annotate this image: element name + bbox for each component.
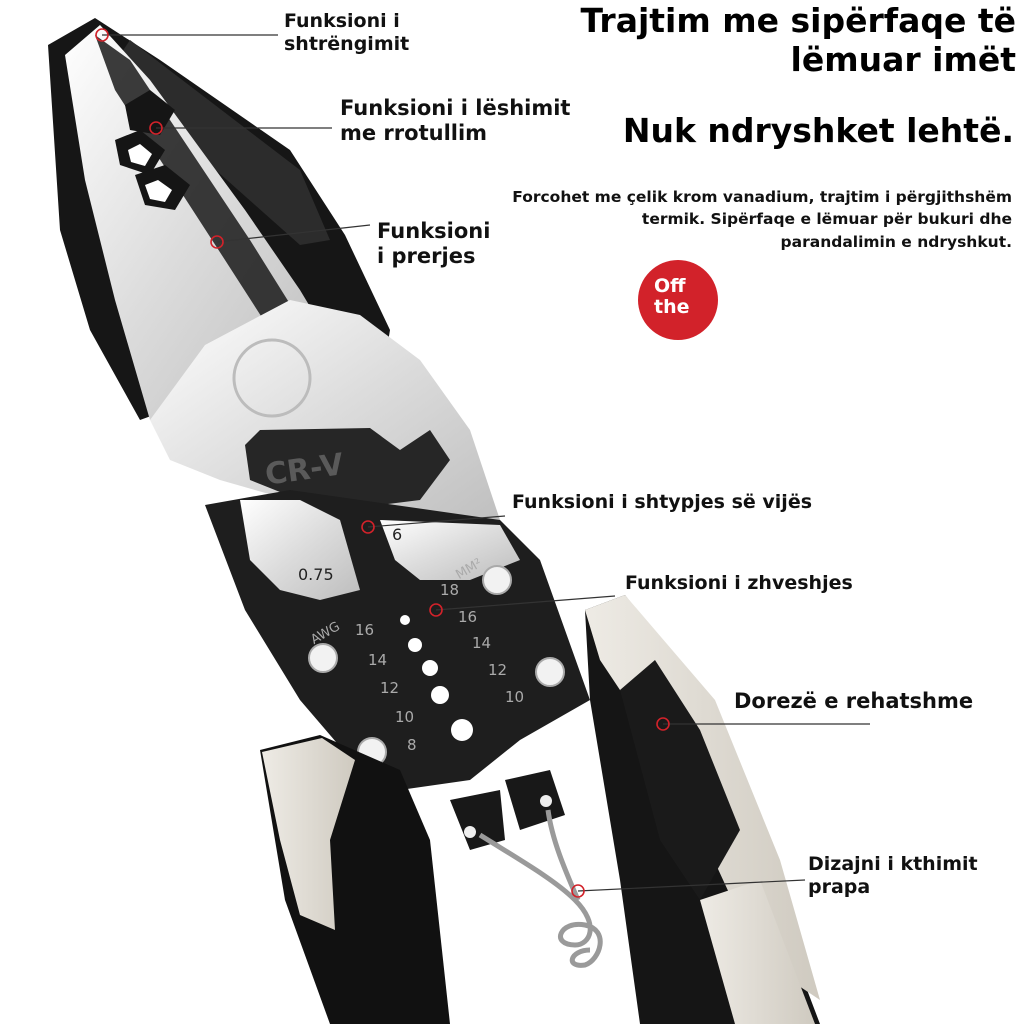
callout-cutting-line-1: Funksioni [377, 219, 491, 243]
awg-size-0: 16 [355, 621, 374, 639]
crimp-size-small: 0.75 [298, 565, 334, 584]
offer-badge [638, 260, 718, 340]
headline-line-1: Trajtim me sipërfaqe të [580, 1, 1016, 40]
description-line-1: Forcohet me çelik krom vanadium, trajtim… [512, 188, 1012, 206]
callout-gripping-line-2: shtrëngimit [284, 32, 410, 55]
mm-size-2: 14 [472, 634, 491, 652]
awg-size-3: 10 [395, 708, 414, 726]
offer-badge-line-2: the [654, 295, 690, 318]
offer-badge-text: Off the [654, 276, 690, 318]
callout-rotation-line-1: Funksioni i lëshimit [340, 96, 571, 120]
mm-size-4: 10 [505, 688, 524, 706]
description-line-3: parandalimin e ndryshkut. [780, 232, 1012, 251]
mm-size-0: 18 [440, 581, 459, 599]
awg-size-2: 12 [380, 679, 399, 697]
mm-size-3: 12 [488, 661, 507, 679]
offer-badge-line-1: Off [654, 275, 686, 297]
description-line-2: termik. Sipërfaqe e lëmuar për bukuri dh… [641, 210, 1012, 229]
callout-cutting-line-2: i prerjes [377, 244, 476, 269]
headline: Trajtim me sipërfaqe të lëmuar imët [580, 1, 1016, 80]
callout-rotation: Funksioni i lëshimit me rrotullim [340, 96, 570, 146]
awg-size-4: 8 [407, 736, 417, 754]
crimp-size-large: 6 [392, 525, 402, 544]
mm-size-1: 16 [458, 608, 477, 626]
callout-gripping-line-1: Funksioni i [284, 10, 400, 32]
headline-line-2: lëmuar imët [790, 39, 1016, 79]
awg-size-1: 14 [368, 651, 387, 669]
headline-tagline: Nuk ndryshket lehtë. [622, 111, 1014, 150]
callout-gripping: Funksioni i shtrëngimit [284, 10, 409, 56]
callout-crimping: Funksioni i shtypjes së vijës [512, 491, 813, 513]
callout-spring: Dizajni i kthimit prapa [808, 853, 978, 898]
callout-cutting: Funksioni i prerjes [377, 219, 490, 269]
callout-stripping: Funksioni i zhveshjes [625, 572, 853, 594]
callout-handle: Dorezë e rehatshme [734, 689, 974, 713]
callout-rotation-line-2: me rrotullim [340, 121, 488, 146]
callout-marker-icon [95, 28, 670, 898]
description: Forcohet me çelik krom vanadium, trajtim… [492, 186, 1012, 253]
